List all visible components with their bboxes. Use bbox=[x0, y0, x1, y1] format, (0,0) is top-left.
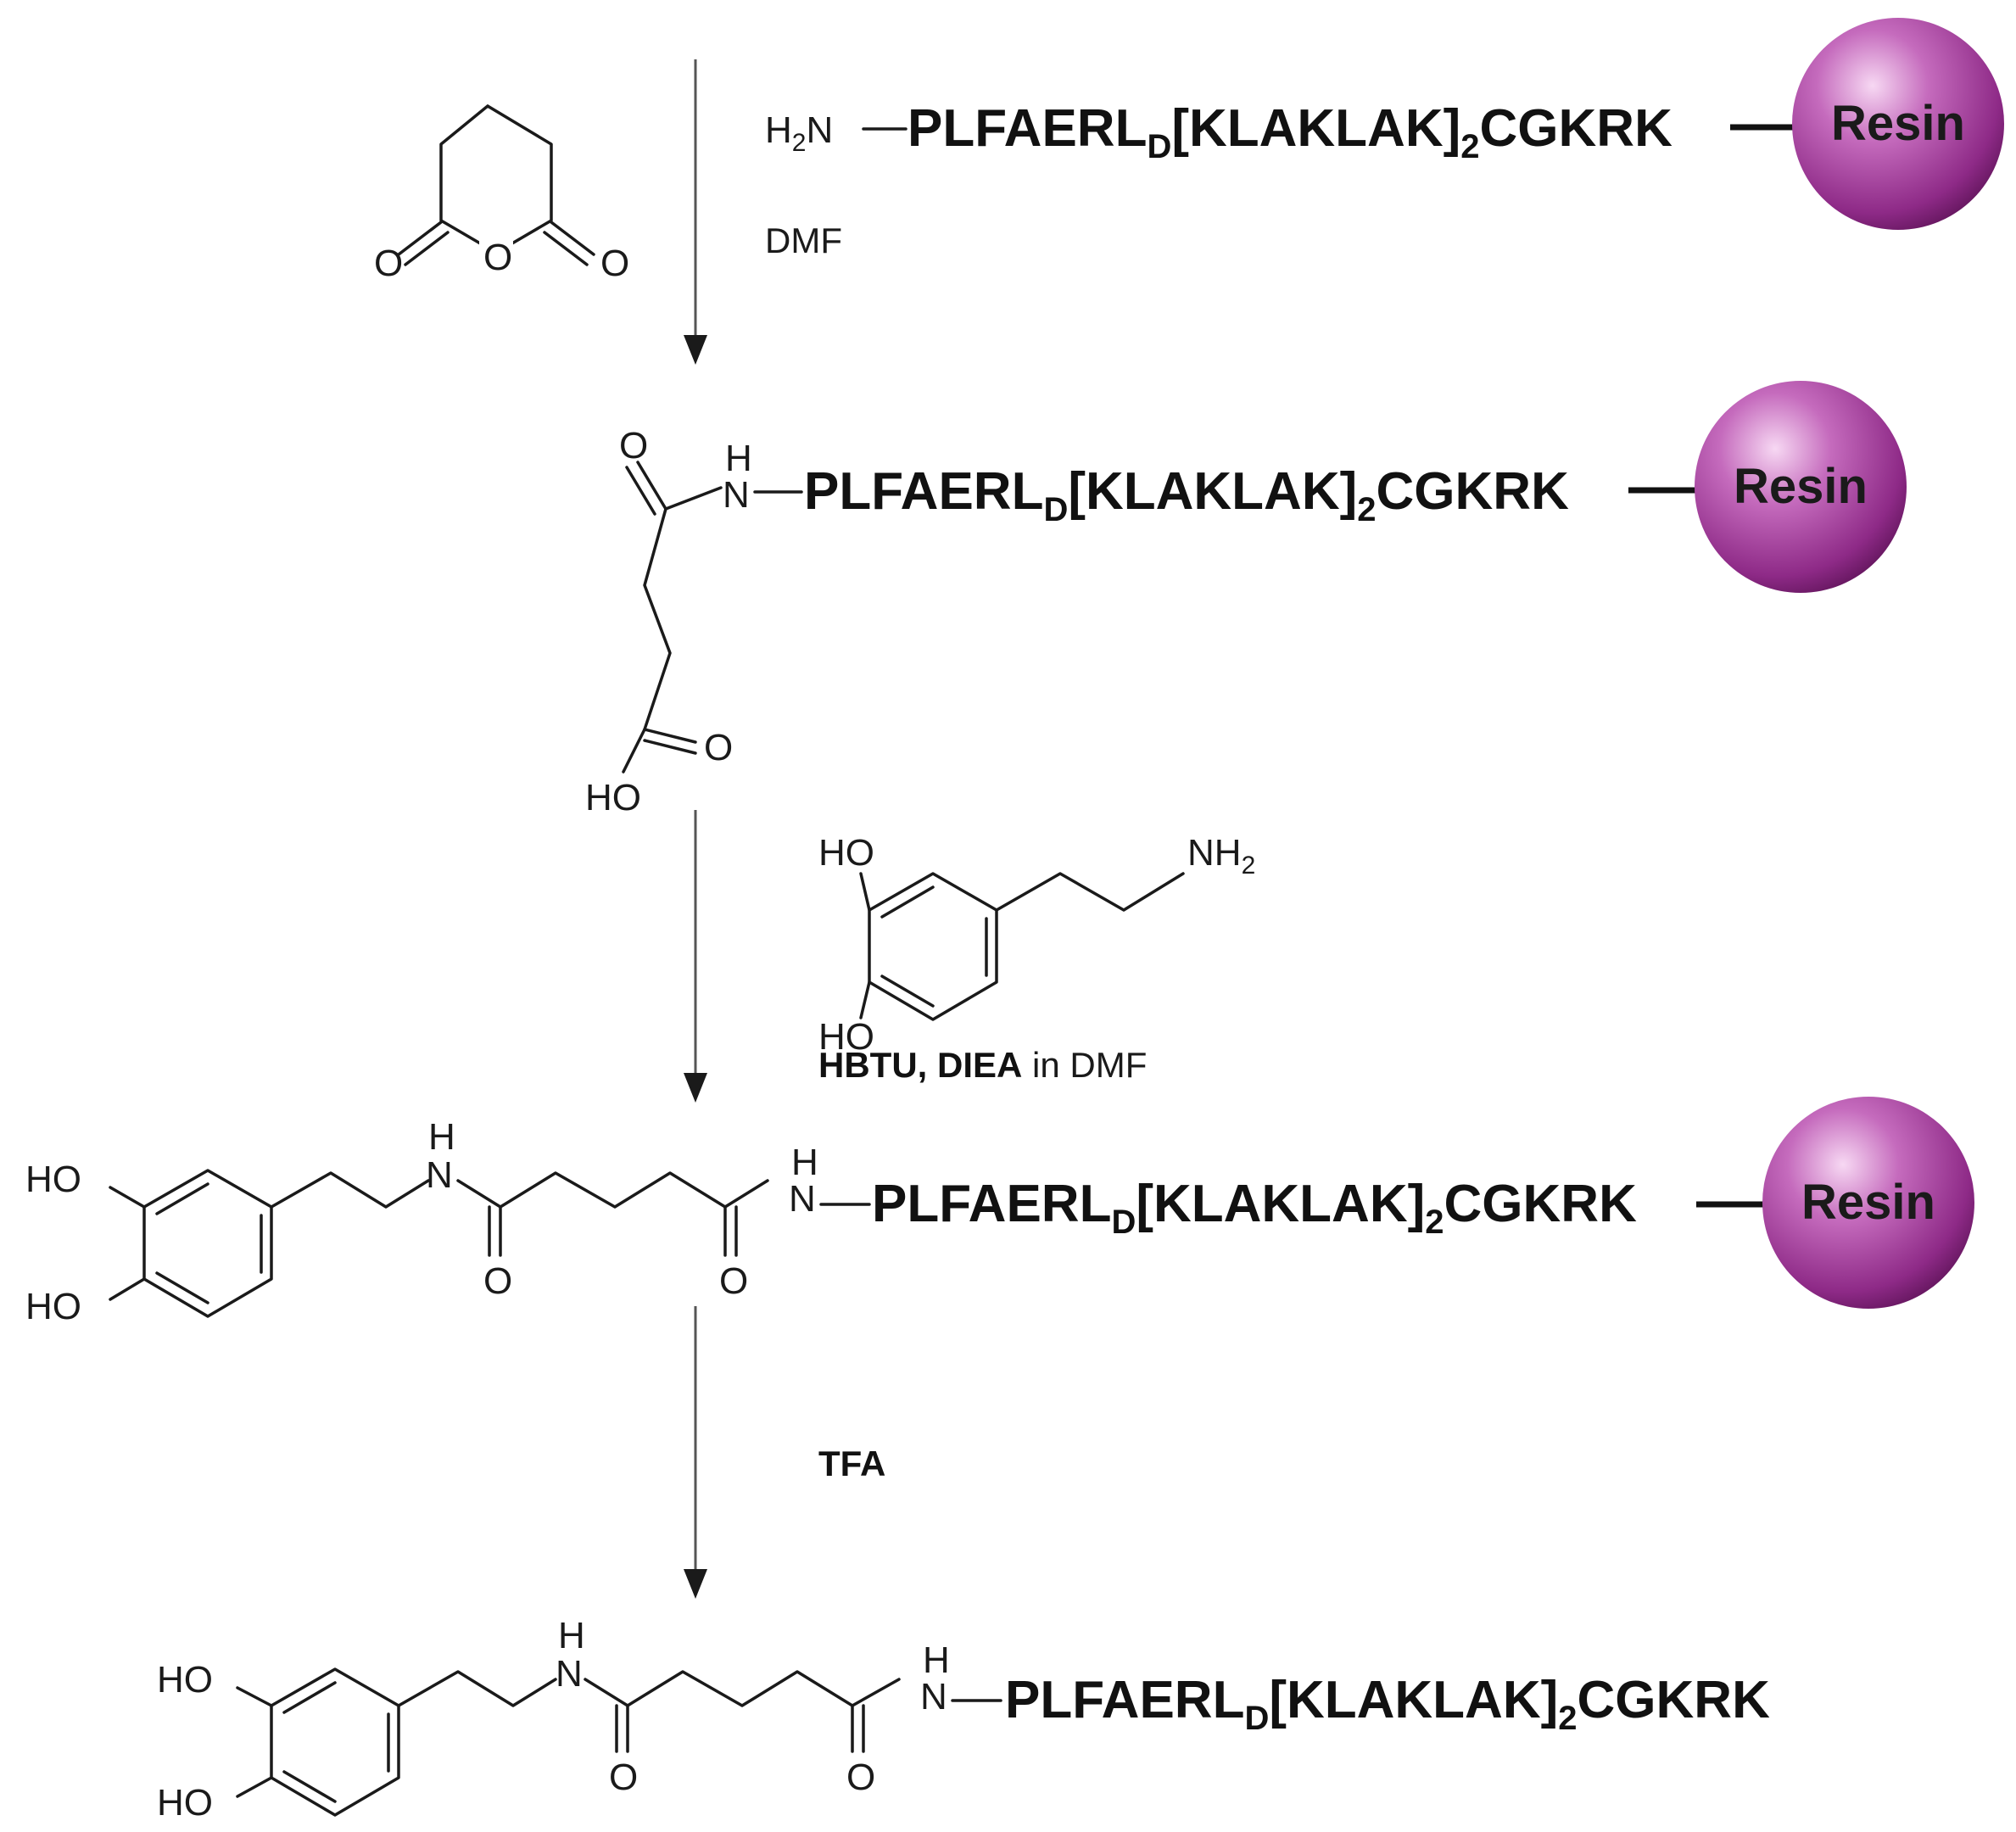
svg-text:HO: HO bbox=[25, 1286, 81, 1327]
peptide-sequence-4: PLFAERLD[KLAKLAK]2CGKRK bbox=[1005, 1671, 1770, 1737]
svg-text:O: O bbox=[704, 727, 733, 768]
reaction-arrow-3 bbox=[684, 1306, 707, 1599]
peptide-sequence-1: PLFAERLD[KLAKLAK]2CGKRK bbox=[907, 99, 1673, 165]
resin-bead-2 bbox=[1695, 381, 1907, 593]
svg-text:O: O bbox=[609, 1757, 638, 1798]
step3-reagent: TFA bbox=[818, 1444, 885, 1483]
svg-text:N: N bbox=[789, 1178, 816, 1220]
reaction-arrow-1 bbox=[684, 59, 707, 365]
svg-text:O: O bbox=[719, 1260, 748, 1302]
resin-label-3: Resin bbox=[1801, 1175, 1935, 1230]
svg-text:H2N: H2N bbox=[765, 109, 833, 157]
svg-text:H: H bbox=[558, 1615, 585, 1656]
svg-text:H: H bbox=[791, 1142, 818, 1183]
svg-text:HO: HO bbox=[818, 832, 874, 874]
svg-text:HO: HO bbox=[585, 777, 641, 818]
anhydride-o-ring: O bbox=[483, 237, 512, 278]
starting-peptide-row: H2N PLFAERLD[KLAKLAK]2CGKRK Resin bbox=[765, 18, 2004, 230]
svg-text:N: N bbox=[556, 1653, 583, 1695]
glutaryl-peptide-row: O H N O HO PLFAERLD[KLAKLAK]2CGKRK Resin bbox=[585, 381, 1907, 818]
glutaric-anhydride-structure: O O O bbox=[374, 104, 629, 284]
dopamine-peptide-resin-row: HO HO H N O O H N PLFAERLD[KLAKLAK]2CGKR… bbox=[25, 1097, 1974, 1327]
svg-text:HO: HO bbox=[818, 1016, 874, 1058]
svg-text:O: O bbox=[483, 1260, 512, 1302]
h2n-h: H bbox=[765, 109, 792, 151]
h2n-subscript: 2 bbox=[792, 129, 807, 157]
reaction-arrow-2 bbox=[684, 810, 707, 1103]
dopamine-structure: HO HO NH2 bbox=[818, 832, 1255, 1058]
anhydride-o-right: O bbox=[600, 243, 629, 284]
resin-bead-1 bbox=[1792, 18, 2004, 230]
resin-bead-3 bbox=[1762, 1097, 1974, 1309]
svg-text:N: N bbox=[723, 474, 750, 516]
svg-text:N: N bbox=[426, 1154, 453, 1196]
step1-solvent: DMF bbox=[765, 221, 842, 260]
svg-text:O: O bbox=[619, 425, 648, 466]
svg-text:NH2: NH2 bbox=[1187, 832, 1255, 880]
resin-label-1: Resin bbox=[1831, 96, 1965, 151]
h2n-n: N bbox=[806, 109, 833, 151]
svg-text:HO: HO bbox=[157, 1782, 213, 1824]
svg-text:HO: HO bbox=[25, 1159, 81, 1200]
peptide-sequence-3: PLFAERLD[KLAKLAK]2CGKRK bbox=[872, 1175, 1637, 1241]
resin-label-2: Resin bbox=[1734, 459, 1868, 514]
svg-text:H: H bbox=[725, 438, 752, 479]
svg-text:H: H bbox=[428, 1116, 455, 1158]
final-product-row: HO HO H N O O H N PLFAERLD[KLAKLAK]2CGKR… bbox=[157, 1615, 1770, 1824]
peptide-sequence-2: PLFAERLD[KLAKLAK]2CGKRK bbox=[804, 462, 1569, 528]
step2-reagents: HBTU, DIEA in DMF bbox=[818, 1045, 1147, 1085]
svg-text:H: H bbox=[923, 1639, 950, 1681]
svg-text:HO: HO bbox=[157, 1659, 213, 1701]
svg-text:O: O bbox=[846, 1757, 875, 1798]
anhydride-o-left: O bbox=[374, 243, 403, 284]
svg-text:N: N bbox=[920, 1676, 947, 1718]
